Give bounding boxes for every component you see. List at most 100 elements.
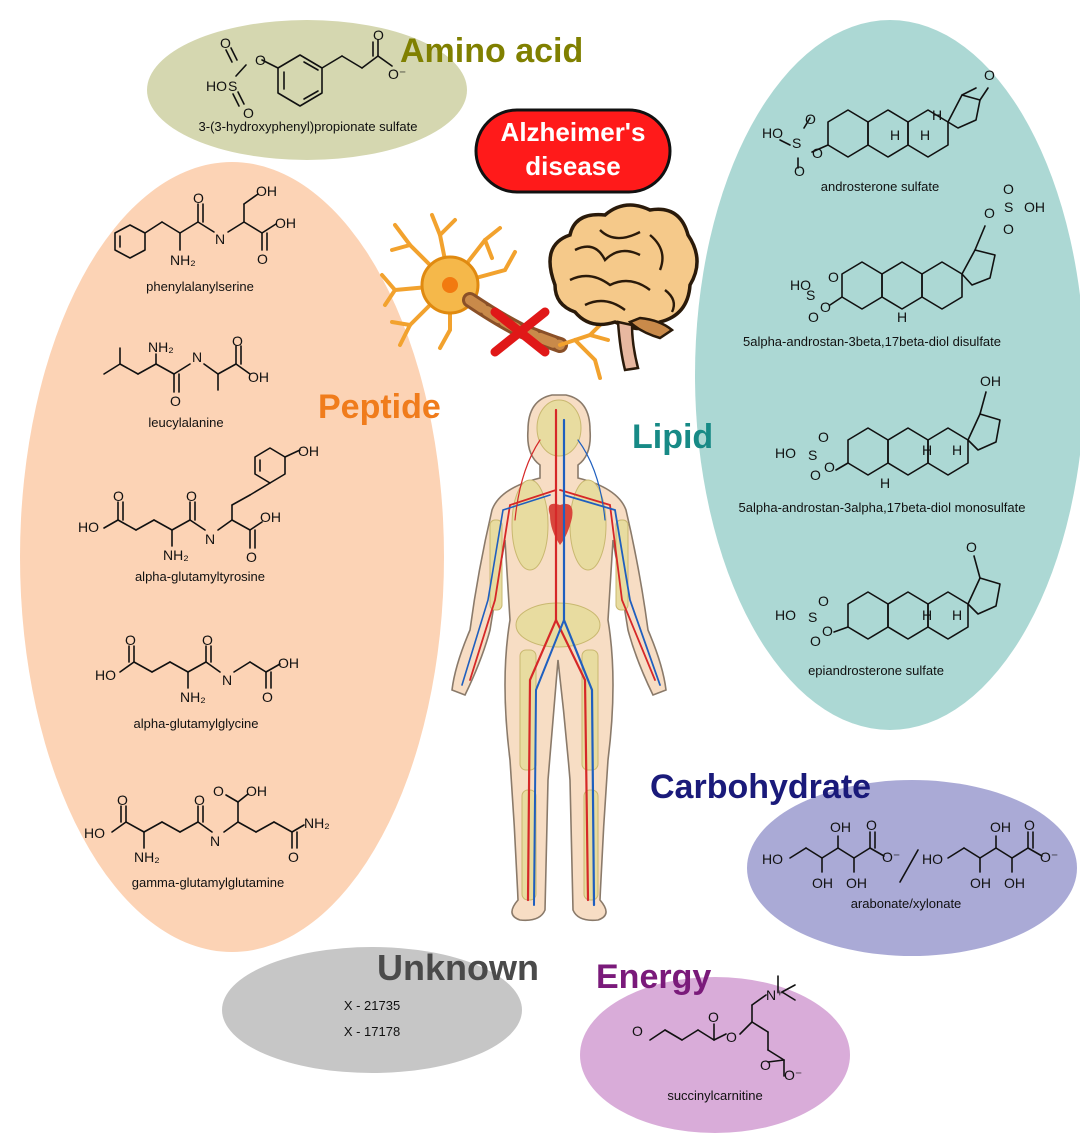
atom-h: H bbox=[880, 475, 890, 491]
amino-acid-structure: O S O O HO O O⁻ bbox=[206, 27, 406, 121]
atom-o: O bbox=[243, 105, 254, 121]
atom-oh: OH bbox=[248, 369, 269, 385]
atom-o: O bbox=[866, 817, 877, 833]
atom-o: O bbox=[1003, 181, 1014, 197]
lipid-ellipse bbox=[695, 20, 1080, 730]
atom-oh: OH bbox=[990, 819, 1011, 835]
atom-o: O bbox=[117, 792, 128, 808]
atom-h: H bbox=[890, 127, 900, 143]
atom-ho: HO bbox=[775, 607, 796, 623]
brain-icon bbox=[548, 203, 699, 372]
atom-ho: HO bbox=[775, 445, 796, 461]
unknown-ellipse bbox=[222, 947, 522, 1073]
atom-o: O bbox=[257, 251, 268, 267]
atom-oh: OH bbox=[275, 215, 296, 231]
atom-oh: OH bbox=[980, 373, 1001, 389]
atom-s: S bbox=[808, 447, 817, 463]
molecule-name: 5alpha-androstan-3alpha,17beta-diol mono… bbox=[739, 500, 1026, 515]
atom-o: O bbox=[794, 163, 805, 179]
atom-o: O bbox=[125, 632, 136, 648]
atom-o: O bbox=[193, 190, 204, 206]
atom-oh: OH bbox=[1024, 199, 1045, 215]
phenylalanylserine-structure: O N NH₂ OH O OH bbox=[114, 183, 296, 268]
atom-s: S bbox=[792, 135, 801, 151]
atom-o: O bbox=[632, 1023, 643, 1039]
molecule-name: alpha-glutamylglycine bbox=[133, 716, 258, 731]
atom-o: O bbox=[373, 27, 384, 43]
atom-h: H bbox=[952, 607, 962, 623]
atom-o: O bbox=[810, 467, 821, 483]
atom-o: O bbox=[820, 299, 831, 315]
amino-acid-ellipse bbox=[147, 20, 467, 160]
atom-o: O bbox=[810, 633, 821, 649]
atom-ominus: O⁻ bbox=[1040, 849, 1058, 865]
androstan-diol-monosulfate-structure: OH O S HO O O H H H bbox=[775, 373, 1001, 491]
atom-ho: HO bbox=[762, 125, 783, 141]
atom-o: O bbox=[1003, 221, 1014, 237]
arabonate-xylonate-structure: HO OH OH OH O O⁻ HO OH OH OH O O⁻ bbox=[762, 817, 1058, 891]
atom-o: O bbox=[262, 689, 273, 705]
atom-o: O bbox=[824, 459, 835, 475]
atom-oh: OH bbox=[830, 819, 851, 835]
molecule-name: gamma-glutamylglutamine bbox=[132, 875, 284, 890]
atom-o: O bbox=[984, 205, 995, 221]
atom-ominus: O⁻ bbox=[388, 66, 406, 82]
atom-nh2: NH₂ bbox=[304, 815, 330, 831]
lipid-title: Lipid bbox=[632, 418, 713, 456]
atom-oh: OH bbox=[260, 509, 281, 525]
atom-n: N bbox=[192, 349, 202, 365]
atom-h: H bbox=[897, 309, 907, 325]
energy-ellipse bbox=[580, 977, 850, 1133]
atom-n: N bbox=[215, 231, 225, 247]
unknown-id: X - 21735 bbox=[344, 998, 400, 1013]
atom-o: O bbox=[818, 593, 829, 609]
atom-ho: HO bbox=[206, 78, 227, 94]
atom-nplus: N⁺ bbox=[766, 987, 784, 1003]
molecule-name: alpha-glutamyltyrosine bbox=[135, 569, 265, 584]
atom-ho: HO bbox=[95, 667, 116, 683]
atom-nh2: NH₂ bbox=[148, 339, 174, 355]
atom-o: O bbox=[984, 67, 995, 83]
unknown-id: X - 17178 bbox=[344, 1024, 400, 1039]
atom-o: O bbox=[808, 309, 819, 325]
molecule-name: leucylalanine bbox=[148, 415, 223, 430]
atom-h: H bbox=[932, 107, 942, 123]
energy-title: Energy bbox=[596, 958, 711, 996]
androsterone-sulfate-structure: O O S HO O O H H H bbox=[762, 67, 995, 179]
atom-o: O bbox=[186, 488, 197, 504]
atom-oh: OH bbox=[1004, 875, 1025, 891]
atom-s: S bbox=[1004, 199, 1013, 215]
atom-o: O bbox=[818, 429, 829, 445]
molecule-name: 3-(3-hydroxyphenyl)propionate sulfate bbox=[199, 119, 418, 134]
atom-o: O bbox=[966, 539, 977, 555]
atom-ho: HO bbox=[84, 825, 105, 841]
atom-s: S bbox=[808, 609, 817, 625]
epiandrosterone-sulfate-structure: O O S HO O O H H bbox=[775, 539, 1001, 649]
atom-nh2: NH₂ bbox=[163, 547, 189, 563]
atom-o: O bbox=[255, 52, 266, 68]
atom-ominus: O⁻ bbox=[882, 849, 900, 865]
human-body-illustration bbox=[451, 394, 667, 922]
atom-ho: HO bbox=[922, 851, 943, 867]
atom-o: O bbox=[726, 1029, 737, 1045]
alzheimers-badge: Alzheimer's disease bbox=[474, 108, 672, 194]
atom-n: N bbox=[210, 833, 220, 849]
atom-o: O bbox=[194, 792, 205, 808]
atom-o: O bbox=[760, 1057, 771, 1073]
atom-oh: OH bbox=[298, 443, 319, 459]
atom-n: N bbox=[205, 531, 215, 547]
alzheimers-label-line1: Alzheimer's bbox=[501, 117, 646, 147]
atom-o: O bbox=[113, 488, 124, 504]
atom-oh: OH bbox=[278, 655, 299, 671]
neuron-illustration bbox=[380, 213, 610, 380]
alpha-glutamyltyrosine-structure: OH O HO O NH₂ N O OH bbox=[78, 443, 319, 565]
succinylcarnitine-structure: O O O N⁺ O O⁻ bbox=[632, 975, 802, 1083]
atom-oh: OH bbox=[846, 875, 867, 891]
atom-o: O bbox=[1024, 817, 1035, 833]
atom-s: S bbox=[806, 287, 815, 303]
atom-h: H bbox=[922, 607, 932, 623]
atom-o: O bbox=[220, 35, 231, 51]
molecule-name: arabonate/xylonate bbox=[851, 896, 962, 911]
alpha-glutamylglycine-structure: O HO O NH₂ N OH O bbox=[95, 632, 299, 705]
molecule-name: epiandrosterone sulfate bbox=[808, 663, 944, 678]
